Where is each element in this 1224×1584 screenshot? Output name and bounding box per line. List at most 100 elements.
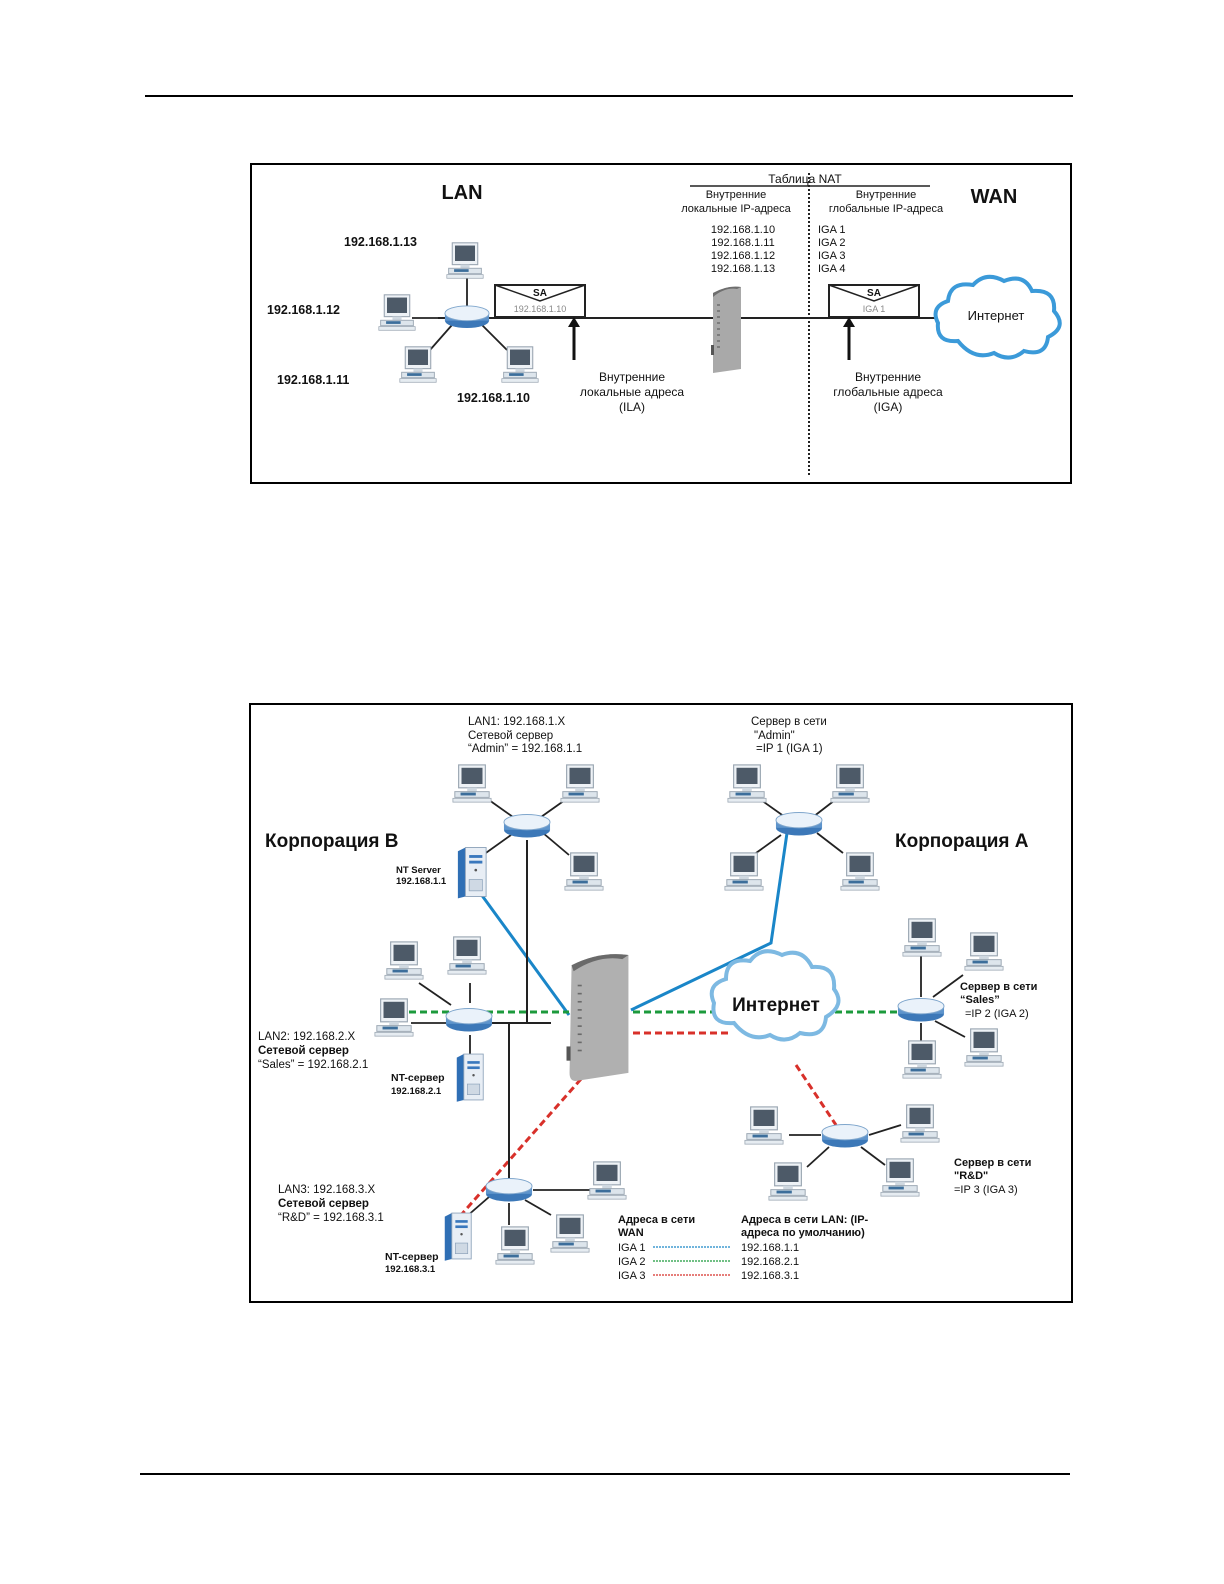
red-link-internet-rnd	[794, 1064, 838, 1126]
legend-wan-3: IGA 3	[618, 1270, 646, 1282]
pc-icon	[964, 932, 1004, 971]
lan1-label-2: Сетевой сервер	[468, 730, 553, 742]
host-ip-12: 192.168.1.12	[267, 303, 340, 317]
server-rnd-label-2: "R&D"	[954, 1170, 988, 1182]
server-sales-label-3: =IP 2 (IGA 2)	[965, 1008, 1029, 1020]
nat-diagram-figure: LAN WAN Таблица NAT Внутренние локальные…	[250, 163, 1072, 484]
lan3-hub-icon	[485, 1177, 533, 1203]
nat-diagram: LAN WAN Таблица NAT Внутренние локальные…	[267, 172, 1070, 477]
pc-icon	[384, 941, 424, 980]
pc-icon	[727, 764, 767, 803]
nt-server-1-ip: 192.168.1.1	[396, 876, 447, 887]
pc-icon	[564, 852, 604, 891]
corp-a-title: Корпорация A	[895, 831, 1029, 852]
router-device-icon	[710, 285, 742, 374]
lan1-label-3: “Admin” = 192.168.1.1	[468, 743, 582, 755]
legend-wan-2: IGA 2	[618, 1256, 646, 1268]
pc-icon	[550, 1214, 590, 1253]
ila-caption-2: локальные адреса	[580, 385, 685, 399]
nt-server-3-label: NT-сервер	[385, 1251, 439, 1263]
pc-icon	[880, 1158, 920, 1197]
pc-icon	[378, 294, 416, 331]
pc-icon	[830, 764, 870, 803]
iga-arrow	[843, 317, 855, 360]
wan-packet-label: SA	[867, 288, 881, 299]
lan-hub-icon	[444, 305, 490, 329]
pc-icon	[452, 764, 492, 803]
ila-caption-3: (ILA)	[619, 400, 645, 414]
lan2-label-3: “Sales” = 192.168.2.1	[258, 1059, 368, 1071]
pc-icon	[768, 1162, 808, 1201]
nt-server-2-label: NT-сервер	[391, 1072, 445, 1084]
wan-packet-envelope: SA IGA 1	[828, 284, 920, 318]
footer-rule	[140, 1473, 1070, 1475]
nt-server-3-ip: 192.168.3.1	[385, 1264, 436, 1275]
internet-label: Интернет	[732, 995, 820, 1016]
nat-local-4: 192.168.1.13	[711, 263, 775, 275]
pc-icon	[501, 346, 539, 383]
pc-icon	[840, 852, 880, 891]
blue-link-router-internet-corpA	[630, 832, 789, 1012]
admin-hub-icon	[775, 811, 823, 837]
pc-icon	[446, 242, 484, 279]
lan-packet-label: SA	[533, 288, 547, 299]
nt-server-icon	[456, 1053, 484, 1103]
legend-wan-header-1: Адреса в сети	[618, 1214, 695, 1226]
nat-local-3: 192.168.1.12	[711, 250, 775, 262]
nat-global-2: IGA 2	[818, 237, 846, 249]
legend-lan-3: 192.168.3.1	[741, 1270, 799, 1282]
ila-caption-1: Внутренние	[599, 370, 665, 384]
nat-col-right-header-1: Внутренние	[856, 189, 917, 201]
pc-icon	[744, 1106, 784, 1145]
server-rnd-label-1: Сервер в сети	[954, 1157, 1031, 1169]
pc-icon	[900, 1104, 940, 1143]
server-admin-label-3: =IP 1 (IGA 1)	[756, 743, 823, 755]
server-rnd-label-3: =IP 3 (IGA 3)	[954, 1184, 1018, 1196]
wan-title: WAN	[971, 186, 1018, 208]
lan2-label-2: Сетевой сервер	[258, 1045, 349, 1057]
server-admin-label-1: Сервер в сети	[751, 716, 827, 728]
lan-packet-address: 192.168.1.10	[514, 304, 567, 314]
server-admin-label-2: "Admin"	[754, 730, 795, 742]
legend-wan-header-2: WAN	[618, 1227, 644, 1239]
red-link-router-lan3	[459, 1078, 583, 1216]
lan1-hub-icon	[503, 813, 551, 839]
legend-lan-header-1: Адреса в сети LAN: (IP-	[741, 1214, 869, 1226]
nt-server-icon	[444, 1212, 472, 1262]
sales-hub-icon	[897, 997, 945, 1023]
host-ip-11: 192.168.1.11	[277, 373, 349, 387]
pc-icon	[724, 852, 764, 891]
nat-col-left-header-2: локальные IP-адреса	[681, 203, 791, 215]
nt-server-icon	[457, 847, 487, 899]
pc-icon	[447, 936, 487, 975]
header-rule	[145, 95, 1073, 97]
address-mapping-legend: Адреса в сети WAN Адреса в сети LAN: (IP…	[618, 1214, 869, 1282]
nat-global-3: IGA 3	[818, 250, 846, 262]
pc-icon	[495, 1226, 535, 1265]
server-sales-label-1: Сервер в сети	[960, 981, 1037, 993]
legend-lan-header-2: адреса по умолчанию)	[741, 1227, 865, 1239]
legend-wan-1: IGA 1	[618, 1242, 646, 1254]
host-ip-10: 192.168.1.10	[457, 391, 530, 405]
pc-icon	[902, 918, 942, 957]
nat-local-2: 192.168.1.11	[711, 237, 774, 249]
blue-link-lan1-router	[476, 889, 571, 1016]
lan3-label-2: Сетевой сервер	[278, 1198, 369, 1210]
corp-b-title: Корпорация B	[265, 831, 399, 852]
legend-lan-1: 192.168.1.1	[741, 1242, 799, 1254]
pc-icon	[587, 1161, 627, 1200]
lan2-hub-icon	[445, 1007, 493, 1033]
pc-icon	[964, 1028, 1004, 1067]
nt-server-1-label: NT Server	[396, 865, 441, 876]
lan-packet-envelope: SA 192.168.1.10	[494, 284, 586, 318]
ila-arrow	[568, 317, 580, 360]
pc-icon	[902, 1040, 942, 1079]
nat-local-1: 192.168.1.10	[711, 224, 775, 236]
pc-icon	[374, 998, 414, 1037]
iga-caption-3: (IGA)	[874, 400, 903, 414]
nat-global-1: IGA 1	[818, 224, 846, 236]
legend-lan-2: 192.168.2.1	[741, 1256, 799, 1268]
server-sales-label-2: “Sales”	[960, 994, 1000, 1006]
router-device-icon	[565, 953, 630, 1082]
host-ip-13: 192.168.1.13	[344, 235, 417, 249]
